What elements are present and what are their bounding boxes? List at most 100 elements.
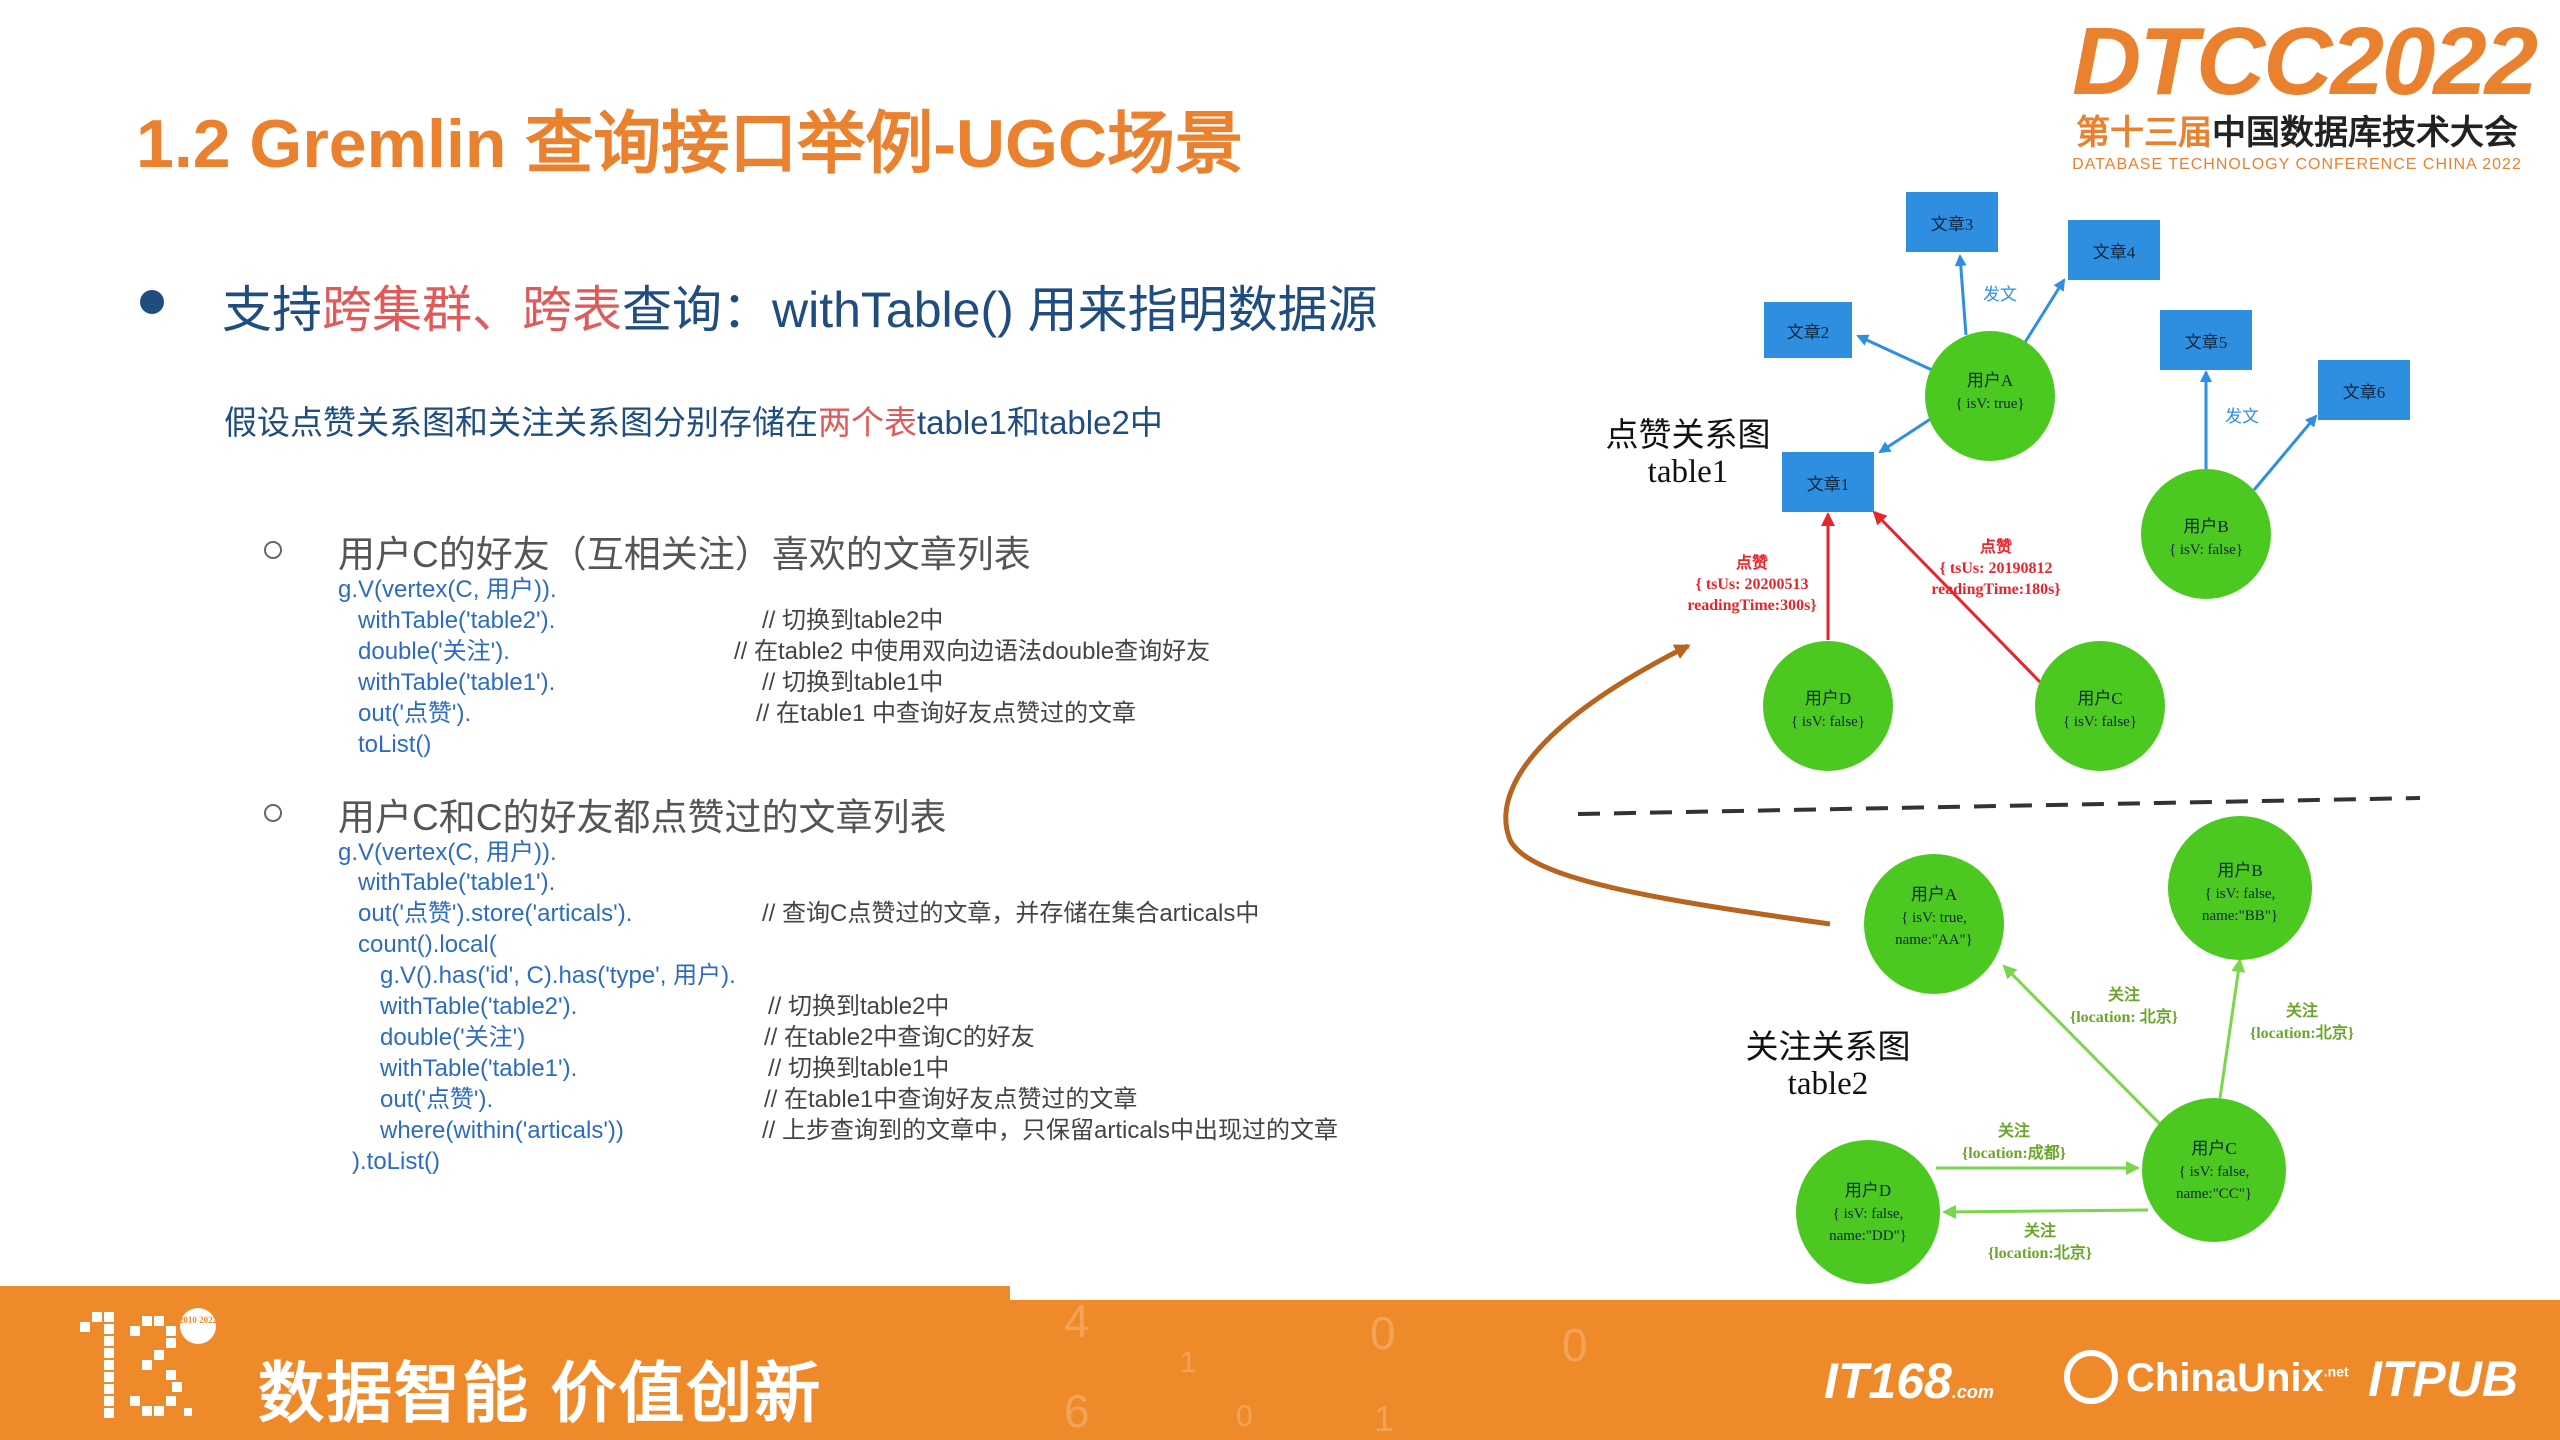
footer-deco-digit: 6 (1064, 1385, 1090, 1437)
s2-comment: // 上步查询到的文章中，只保留articals中出现过的文章 (762, 1117, 1339, 1144)
t1-user-a-node (1925, 331, 2055, 461)
edge-a-article1 (1878, 416, 1933, 454)
article-3-box (1906, 192, 1998, 252)
footer-slogan: 数据智能 价值创新 (258, 1356, 823, 1430)
t1-user-b-name: 用户B (2183, 517, 2228, 536)
t2-user-d-name: 用户D (1845, 1181, 1891, 1200)
graph-diagram: 文章3 文章4 文章2 文章5 文章6 文章1 发文 发文 用户A { isV:… (1503, 192, 2421, 1284)
s1-code-line: g.V(vertex(C, 用户)). (338, 576, 557, 603)
t2-user-a-node (1864, 854, 2004, 994)
s2-code-line: double('关注') (380, 1024, 526, 1051)
section2-heading: 用户C和C的好友都点赞过的文章列表 (338, 797, 947, 838)
article-5-label: 文章5 (2185, 333, 2228, 352)
link-arrow (1503, 643, 1831, 927)
t2-user-d-attr1: { isV: false, (1833, 1206, 1904, 1222)
footer-deco-digit: 0 (1236, 1400, 1253, 1433)
s2-code-line: count().local( (358, 931, 497, 958)
t2-user-c-attr1: { isV: false, (2179, 1164, 2250, 1180)
bullet-part-1: 支持 (222, 282, 322, 338)
footer-deco-digit: 1 (1180, 1346, 1197, 1379)
t1-user-d-node (1763, 641, 1893, 771)
thirteenth-badge-icon: 2010 2022 (80, 1308, 218, 1418)
bullet-dot-icon (140, 290, 164, 314)
page-title: 1.2 Gremlin 查询接口举例-UGC场景 (136, 106, 1244, 182)
article-6-box (2318, 360, 2410, 420)
s2-comment: // 切换到table1中 (768, 1055, 950, 1082)
chinaunix-net: .net (2323, 1363, 2349, 1380)
it168-text: IT168 (1824, 1353, 1952, 1409)
table1-name: table1 (1648, 454, 1729, 490)
footer-deco-digit: 1 (1374, 1398, 1395, 1439)
s2-code-line: out('点赞'). (380, 1086, 494, 1113)
edge-a-article4 (2022, 278, 2066, 345)
t2-user-c-name: 用户C (2191, 1139, 2236, 1158)
logo-english: DATABASE TECHNOLOGY CONFERENCE CHINA 202… (2072, 156, 2522, 173)
t1-user-b-node (2141, 469, 2271, 599)
t2-user-a-attr1: { isV: true, (1901, 910, 1967, 926)
s2-comment: // 在table2中查询C的好友 (764, 1024, 1035, 1051)
chinaunix-logo: ChinaUnix.net (2126, 1356, 2349, 1401)
table2-name: table2 (1788, 1066, 1869, 1102)
article-1-label: 文章1 (1807, 475, 1850, 494)
publish-label-b: 发文 (2225, 407, 2259, 426)
t2-user-d-node (1796, 1140, 1940, 1284)
s1-comment: // 切换到table2中 (762, 607, 944, 634)
follow-cb-attr: {location:北京} (2250, 1023, 2354, 1042)
t2-user-d-attr2: name:"DD"} (1829, 1228, 1907, 1244)
follow-dc-attr: {location:成都} (1962, 1143, 2066, 1162)
like-c-attr1: { tsUs: 20190812 (1940, 560, 2053, 577)
article-5-box (2160, 310, 2252, 370)
s1-code-line: withTable('table2'). (358, 607, 556, 634)
follow-cd-label: 关注 (2024, 1221, 2056, 1240)
s2-code-line: where(within('articals')) (380, 1117, 624, 1144)
t2-user-a-attr2: name:"AA"} (1895, 932, 1973, 948)
article-4-box (2068, 220, 2160, 280)
chinaunix-circle-icon (2064, 1350, 2118, 1404)
s1-code-line: out('点赞'). (358, 700, 472, 727)
t2-user-b-attr1: { isV: false, (2205, 886, 2276, 902)
s2-comment: // 查询C点赞过的文章，并存储在集合articals中 (762, 900, 1260, 927)
bullet-part-3: 查询：withTable() 用来指明数据源 (622, 282, 1378, 338)
footer-top-band (0, 1286, 1010, 1302)
assumption-note: 假设点赞关系图和关注关系图分别存储在两个表table1和table2中 (224, 396, 1163, 444)
s2-code-line: g.V().has('id', C).has('type', 用户). (380, 962, 736, 989)
edge-a-article3 (1954, 254, 1968, 336)
publish-label-a: 发文 (1983, 285, 2017, 304)
t1-user-d-name: 用户D (1805, 689, 1851, 708)
t1-user-c-node (2035, 641, 2165, 771)
like-d-attr1: { tsUs: 20200513 (1696, 576, 1809, 593)
edge-follow-c-a (2002, 964, 2162, 1126)
section1-circle-icon (264, 541, 282, 559)
s1-code-line: toList() (358, 731, 432, 758)
t1-user-a-attr: { isV: true} (1955, 396, 2024, 412)
bullet-part-2-highlight: 跨集群、跨表 (322, 282, 622, 338)
section1-heading: 用户C的好友（互相关注）喜欢的文章列表 (338, 534, 1031, 575)
s1-code-line: withTable('table1'). (358, 669, 556, 696)
t1-user-d-attr: { isV: false} (1791, 714, 1865, 730)
edge-a-article2 (1856, 334, 1933, 372)
article-3-label: 文章3 (1931, 215, 1974, 234)
table-separator (1577, 796, 2421, 816)
follow-ca-attr: {location: 北京} (2070, 1007, 2178, 1026)
like-c-attr2: readingTime:180s} (1931, 581, 2060, 598)
note-part-1: 假设点赞关系图和关注关系图分别存储在 (224, 404, 818, 441)
t1-user-a-name: 用户A (1967, 371, 2014, 390)
follow-ca-label: 关注 (2108, 985, 2140, 1004)
s2-comment: // 在table1中查询好友点赞过的文章 (764, 1086, 1138, 1113)
table2-label: 关注关系图 (1746, 1029, 1911, 1066)
article-1-box (1782, 452, 1874, 512)
logo-cn-suffix: 中国数据库技术大会 (2212, 114, 2518, 152)
chinaunix-text: ChinaUnix (2126, 1356, 2324, 1400)
logo-cn-prefix: 第十三届 (2076, 114, 2212, 152)
s1-comment: // 在table1 中查询好友点赞过的文章 (756, 700, 1137, 727)
article-6-label: 文章6 (2343, 383, 2386, 402)
itpub-logo: ITPUB (2368, 1351, 2518, 1407)
bullet-heading: 支持跨集群、跨表查询：withTable() 用来指明数据源 (222, 270, 1378, 342)
footer-deco-digit: 0 (1370, 1307, 1396, 1359)
like-d-attr2: readingTime:300s} (1687, 597, 1816, 614)
edge-like-c (1872, 510, 2042, 684)
it168-logo: IT168.com (1824, 1352, 1994, 1410)
it168-suffix: .com (1951, 1382, 1994, 1402)
logo-dtcc2022: DTCC2022 (2072, 8, 2538, 115)
s2-code-line: g.V(vertex(C, 用户)). (338, 839, 557, 866)
